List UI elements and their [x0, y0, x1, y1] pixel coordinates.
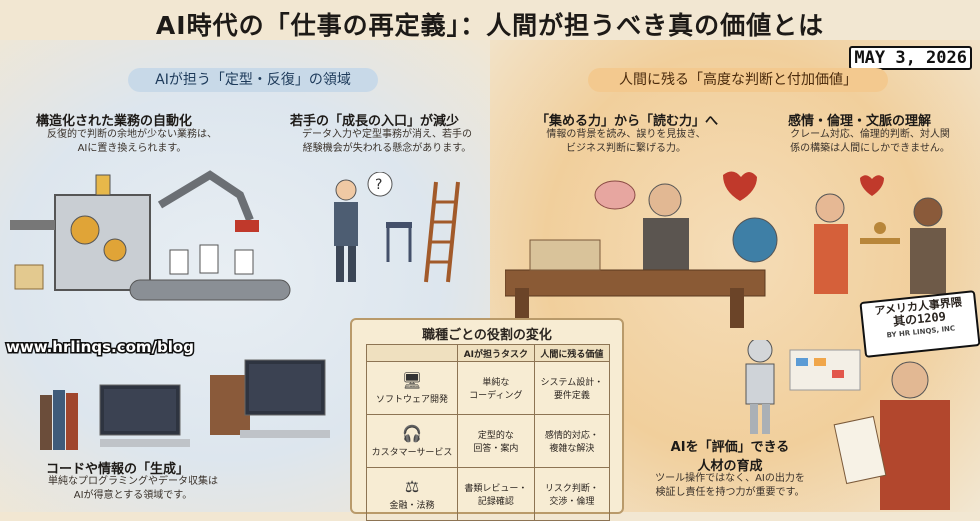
role-change-table: AIが担うタスク 人間に残る価値 🖥 ソフトウェア開発 単純なコーディング シス…: [366, 344, 611, 521]
generation-heading: コードや情報の「生成」: [46, 462, 190, 477]
junior-worker-illustration: ?: [318, 172, 478, 292]
headset-icon: 🎧: [402, 424, 422, 443]
ai-task-cell: 書類レビュー・記録確認: [457, 467, 535, 521]
right-section-banner: 人間に残る「高度な判断と付加価値」: [588, 68, 888, 92]
human-value-cell: システム設計・要件定義: [533, 361, 611, 415]
emotion-heading: 感情・倫理・文脈の理解: [788, 114, 932, 129]
handshake-people-illustration: [800, 168, 970, 298]
human-value-cell: 感情的対応・複雑な解決: [533, 414, 611, 468]
junior-heading: 若手の「成長の入口」が減少: [290, 114, 460, 129]
reading-text: 情報の背景を読み、誤りを見抜き、ビジネス判断に繋げる力。: [546, 129, 706, 154]
table-row: ⚖ 金融・法務 書類レビュー・記録確認 リスク判断・交渉・倫理: [366, 467, 611, 521]
ai-task-cell: 単純なコーディング: [457, 361, 535, 415]
automation-heading: 構造化された業務の自動化: [36, 114, 193, 129]
evaluate-heading: AIを「評価」できる人材の育成: [670, 440, 790, 474]
date-label: MAY 3, 2026: [849, 46, 972, 70]
series-stamp: アメリカ人事界隈 其の1209 BY HR LINQS, INC: [859, 290, 980, 358]
role-change-scroll: 職種ごとの役割の変化 AIが担うタスク 人間に残る価値 🖥 ソフトウェア開発 単…: [350, 318, 624, 521]
evaluate-text: ツール操作ではなく、AIの出力を検証し責任を持つ力が重要です。: [655, 473, 805, 498]
table-title: 職種ごとの役割の変化: [422, 328, 552, 343]
computer-icon: 🖥: [401, 371, 423, 390]
table-header-role: [366, 344, 458, 362]
left-section-banner: AIが担う「定型・反復」の領域: [128, 68, 378, 92]
role-cell: 🖥 ソフトウェア開発: [366, 361, 458, 415]
table-header-ai: AIが担うタスク: [457, 344, 535, 362]
scales-icon: ⚖: [404, 477, 420, 496]
emotion-text: クレーム対応、倫理的判断、対人関係の構築は人間にしかできません。: [790, 129, 950, 154]
blog-url-watermark: www.hrlinqs.com/blog: [5, 337, 196, 358]
svg-text:?: ?: [375, 177, 382, 193]
table-row: 🖥 ソフトウェア開発 単純なコーディング システム設計・要件定義: [366, 361, 611, 415]
factory-machine-illustration: [10, 165, 300, 325]
role-cell: 🎧 カスタマーサービス: [366, 414, 458, 468]
page-title: AI時代の「仕事の再定義」：人間が担うべき真の価値とは: [155, 11, 825, 40]
table-header-row: AIが担うタスク 人間に残る価値: [366, 344, 611, 362]
ai-task-cell: 定型的な回答・案内: [457, 414, 535, 468]
thinking-man-desk-illustration: [505, 170, 785, 330]
robot-evaluator-illustration: [740, 340, 970, 510]
table-header-human: 人間に残る価値: [533, 344, 611, 362]
human-value-cell: リスク判断・交渉・倫理: [533, 467, 611, 521]
role-cell: ⚖ 金融・法務: [366, 467, 458, 521]
computer-books-illustration: [40, 355, 330, 455]
automation-text: 反復的で判断の余地が少ない業務は、AIに置き換えられます。: [47, 129, 217, 154]
junior-text: データ入力や定型事務が消え、若手の経験機会が失われる懸念があります。: [302, 129, 472, 154]
table-row: 🎧 カスタマーサービス 定型的な回答・案内 感情的対応・複雑な解決: [366, 414, 611, 468]
reading-heading: 「集める力」から「読む力」へ: [536, 114, 719, 129]
